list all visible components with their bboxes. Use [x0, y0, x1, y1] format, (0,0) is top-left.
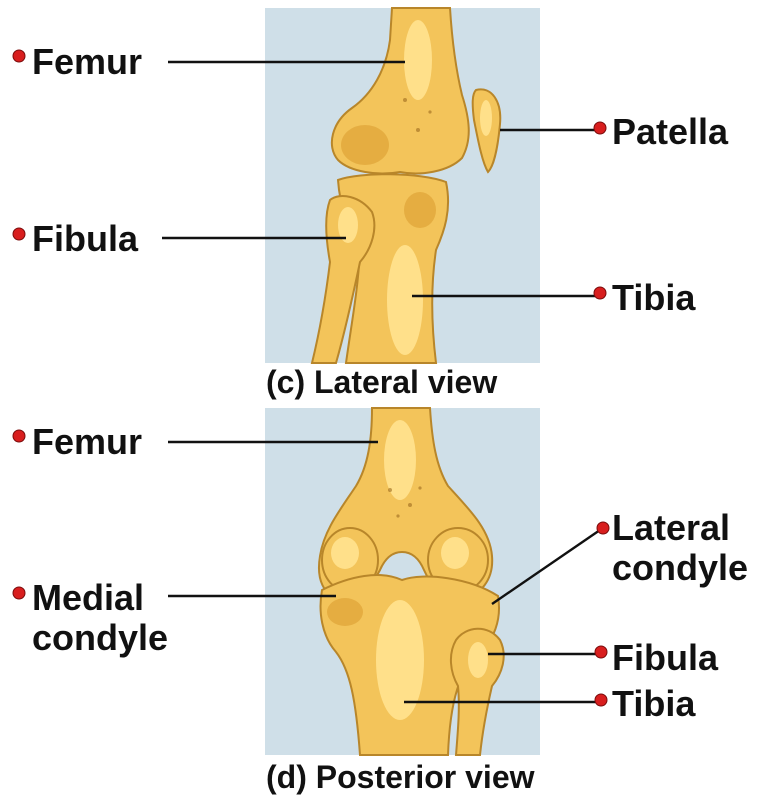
dot-lateral-patella	[594, 122, 606, 134]
dot-lateral-tibia	[594, 287, 606, 299]
dot-posterior-fibula	[595, 646, 607, 658]
label-posterior-medial-condyle-line1: Medial	[32, 577, 144, 618]
label-posterior-tibia: Tibia	[612, 683, 696, 724]
dot-posterior-tibia	[595, 694, 607, 706]
label-posterior-fibula: Fibula	[612, 637, 719, 678]
label-posterior-lateral-condyle-line2: condyle	[612, 547, 748, 588]
dot-posterior-femur	[13, 430, 25, 442]
label-lateral-tibia: Tibia	[612, 277, 696, 318]
caption-lateral-view: (c) Lateral view	[266, 364, 497, 400]
dot-posterior-medial-condyle	[13, 587, 25, 599]
dot-lateral-fibula	[13, 228, 25, 240]
label-lateral-femur: Femur	[32, 41, 142, 82]
label-posterior-medial-condyle-line2: condyle	[32, 617, 168, 658]
label-posterior-femur: Femur	[32, 421, 142, 462]
posterior-view-panel: Femur Lateral condyle Medial condyle Fib…	[13, 408, 748, 795]
dot-posterior-lateral-condyle	[597, 522, 609, 534]
dot-lateral-femur	[13, 50, 25, 62]
caption-posterior-view: (d) Posterior view	[266, 759, 535, 795]
label-lateral-fibula: Fibula	[32, 218, 139, 259]
label-posterior-lateral-condyle-line1: Lateral	[612, 507, 730, 548]
label-lateral-patella: Patella	[612, 111, 729, 152]
lateral-view-panel: Femur Patella Fibula Tibia (c) Lateral v…	[13, 8, 729, 400]
